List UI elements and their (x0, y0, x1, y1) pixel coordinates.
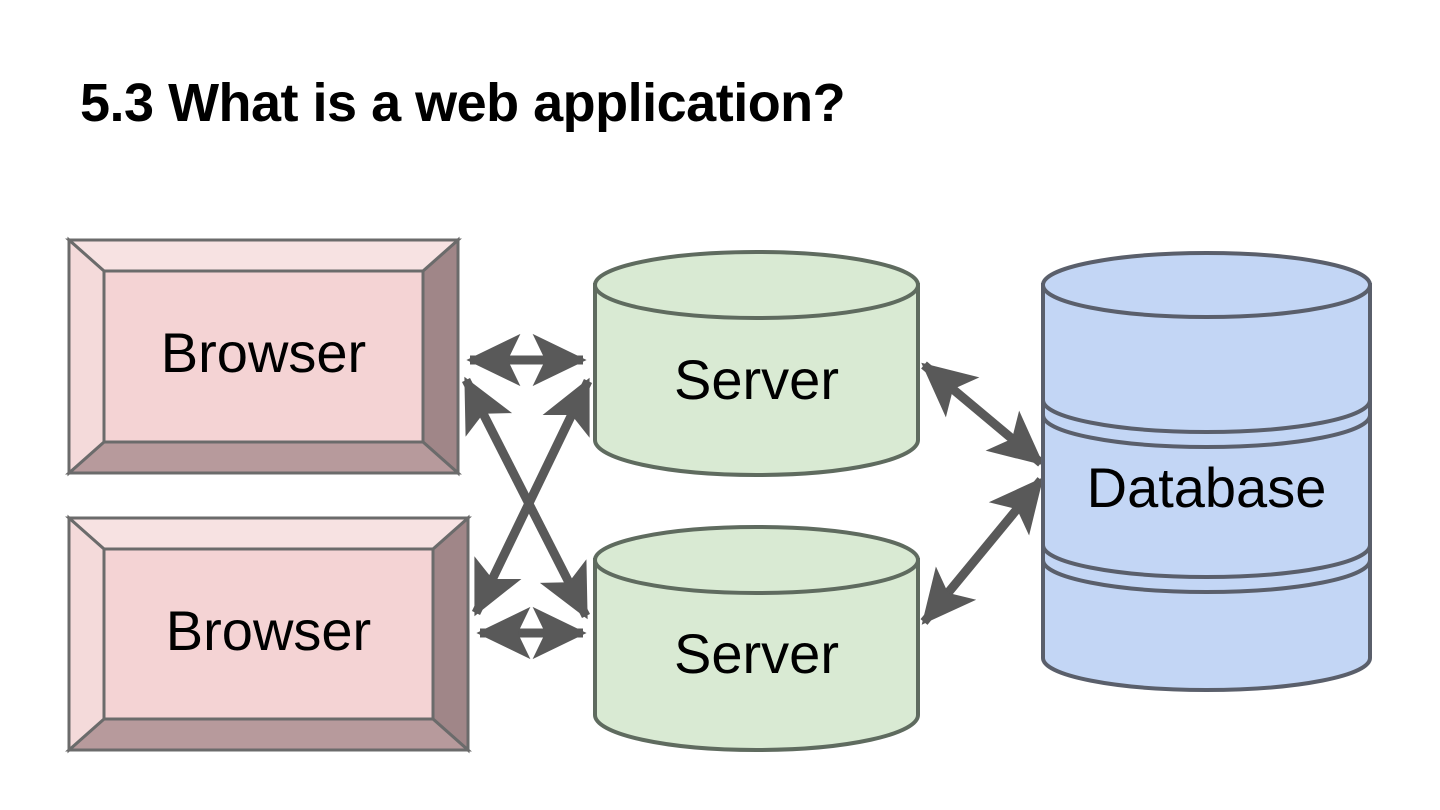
node-browser-2[interactable] (65, 514, 472, 754)
server-1-top (593, 250, 920, 320)
node-database-1[interactable] (1041, 251, 1372, 692)
browser-1-bevel-top (65, 238, 462, 273)
node-label-database: Database (1086, 456, 1327, 519)
browser-2-bevel-bottom (65, 717, 472, 752)
node-label-server-2: Server (674, 622, 839, 685)
database-divider-2 (1041, 544, 1372, 579)
node-server-1[interactable] (593, 250, 920, 477)
server-2-body (593, 558, 920, 752)
server-2-top (593, 525, 920, 595)
server-1-body (593, 283, 920, 477)
browser-2-screen (102, 547, 435, 721)
page-title: 5.3 What is a web application? (80, 73, 846, 133)
database-top (1041, 251, 1372, 319)
database-divider-1-lower (1041, 414, 1372, 449)
node-label-server-1: Server (674, 348, 839, 411)
database-divider-1 (1041, 399, 1372, 434)
connector-server2-database[interactable] (920, 477, 1045, 625)
node-browser-1[interactable] (65, 236, 462, 477)
connector-server1-database[interactable] (921, 361, 1044, 467)
connector-browser2-server1[interactable] (471, 377, 593, 617)
node-label-browser-2: Browser (165, 599, 372, 662)
node-server-2[interactable] (593, 525, 920, 752)
connector-group: server-1 (horizontal, top) --> server-2 … (461, 333, 1045, 660)
browser-2-bevel-top (65, 516, 472, 551)
node-label-browser-1: Browser (160, 321, 367, 384)
browser-1-screen (102, 269, 425, 444)
browser-1-bevel-bottom (65, 440, 462, 475)
database-divider-2-lower (1041, 559, 1372, 594)
